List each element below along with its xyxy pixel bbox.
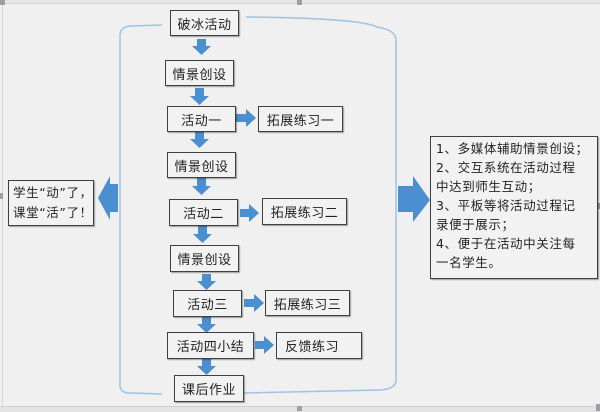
resize-handle-top-left[interactable] <box>0 0 5 5</box>
right-arrow-small-icon <box>244 294 264 312</box>
step-label: 情景创设 <box>177 253 232 268</box>
resize-handle-right-middle[interactable] <box>597 203 600 209</box>
flow-step-icebreaker: 破冰活动 <box>170 10 239 36</box>
benefits-box: 1、多媒体辅助情景创设； 2、交互系统在活动过程 中达到师生互动； 3、平板等将… <box>430 136 598 279</box>
down-arrow-icon <box>192 178 211 195</box>
benefit-line: 一名学生。 <box>436 255 502 270</box>
branch-extension-2: 拓展练习二 <box>262 198 347 225</box>
resize-handle-left-middle[interactable] <box>0 193 3 199</box>
branch-label: 拓展练习一 <box>266 113 335 129</box>
flow-step-scenario-1: 情景创设 <box>165 60 234 86</box>
branch-feedback: 反馈练习 <box>276 332 362 359</box>
resize-handle-bottom-right[interactable] <box>596 404 600 411</box>
flow-step-activity-3: 活动三 <box>173 290 242 317</box>
benefit-line: 4、便于在活动中关注每 <box>436 236 576 251</box>
step-label: 活动四小结 <box>176 340 245 355</box>
flow-step-activity-2: 活动二 <box>169 199 238 226</box>
loop-bracket-right <box>242 16 397 394</box>
right-arrow-small-icon <box>255 336 274 354</box>
down-arrow-icon <box>197 317 216 333</box>
branch-label: 反馈练习 <box>285 340 340 355</box>
step-label: 活动三 <box>187 298 228 313</box>
benefit-line: 录便于展示； <box>436 217 515 232</box>
branch-extension-1: 拓展练习一 <box>258 106 343 132</box>
down-arrow-icon <box>190 88 209 105</box>
branch-label: 拓展练习三 <box>273 297 342 313</box>
right-arrow-icon <box>398 176 430 222</box>
step-label: 破冰活动 <box>177 17 232 33</box>
down-arrow-icon <box>193 226 212 243</box>
loop-bracket <box>119 24 163 395</box>
outcome-line: 学生“动”了， <box>13 185 93 200</box>
left-arrow-icon <box>98 176 118 220</box>
step-label: 活动二 <box>183 207 224 222</box>
right-arrow-small-icon <box>240 204 259 222</box>
flow-step-homework: 课后作业 <box>174 375 244 402</box>
benefit-line: 3、平板等将活动过程记 <box>436 198 576 213</box>
outcome-line: 课堂“活”了！ <box>13 205 93 220</box>
page-edge-left <box>2 0 3 411</box>
flow-step-scenario-3: 情景创设 <box>170 245 239 272</box>
benefit-line: 1、多媒体辅助情景创设； <box>436 141 589 156</box>
resize-handle-bottom-middle[interactable] <box>297 406 302 411</box>
benefit-line: 2、交互系统在活动过程 <box>436 160 576 175</box>
down-arrow-icon <box>197 359 216 375</box>
right-arrow-small-icon <box>236 109 256 127</box>
resize-handle-top-middle[interactable] <box>297 0 302 5</box>
flow-step-activity-1: 活动一 <box>167 106 236 132</box>
branch-extension-3: 拓展练习三 <box>265 290 350 316</box>
benefit-line: 中达到师生互动； <box>436 179 541 194</box>
step-label: 情景创设 <box>174 159 229 175</box>
flow-step-activity-4-summary: 活动四小结 <box>167 332 254 359</box>
branch-label: 拓展练习二 <box>270 206 339 221</box>
down-arrow-icon <box>197 274 216 290</box>
down-arrow-icon <box>190 131 209 148</box>
step-label: 情景创设 <box>172 67 227 83</box>
step-label: 课后作业 <box>181 383 236 398</box>
down-arrow-icon <box>192 39 211 55</box>
step-label: 活动一 <box>181 113 222 129</box>
flow-step-scenario-2: 情景创设 <box>167 152 236 178</box>
outcome-box: 学生“动”了， 课堂“活”了！ <box>8 180 94 226</box>
